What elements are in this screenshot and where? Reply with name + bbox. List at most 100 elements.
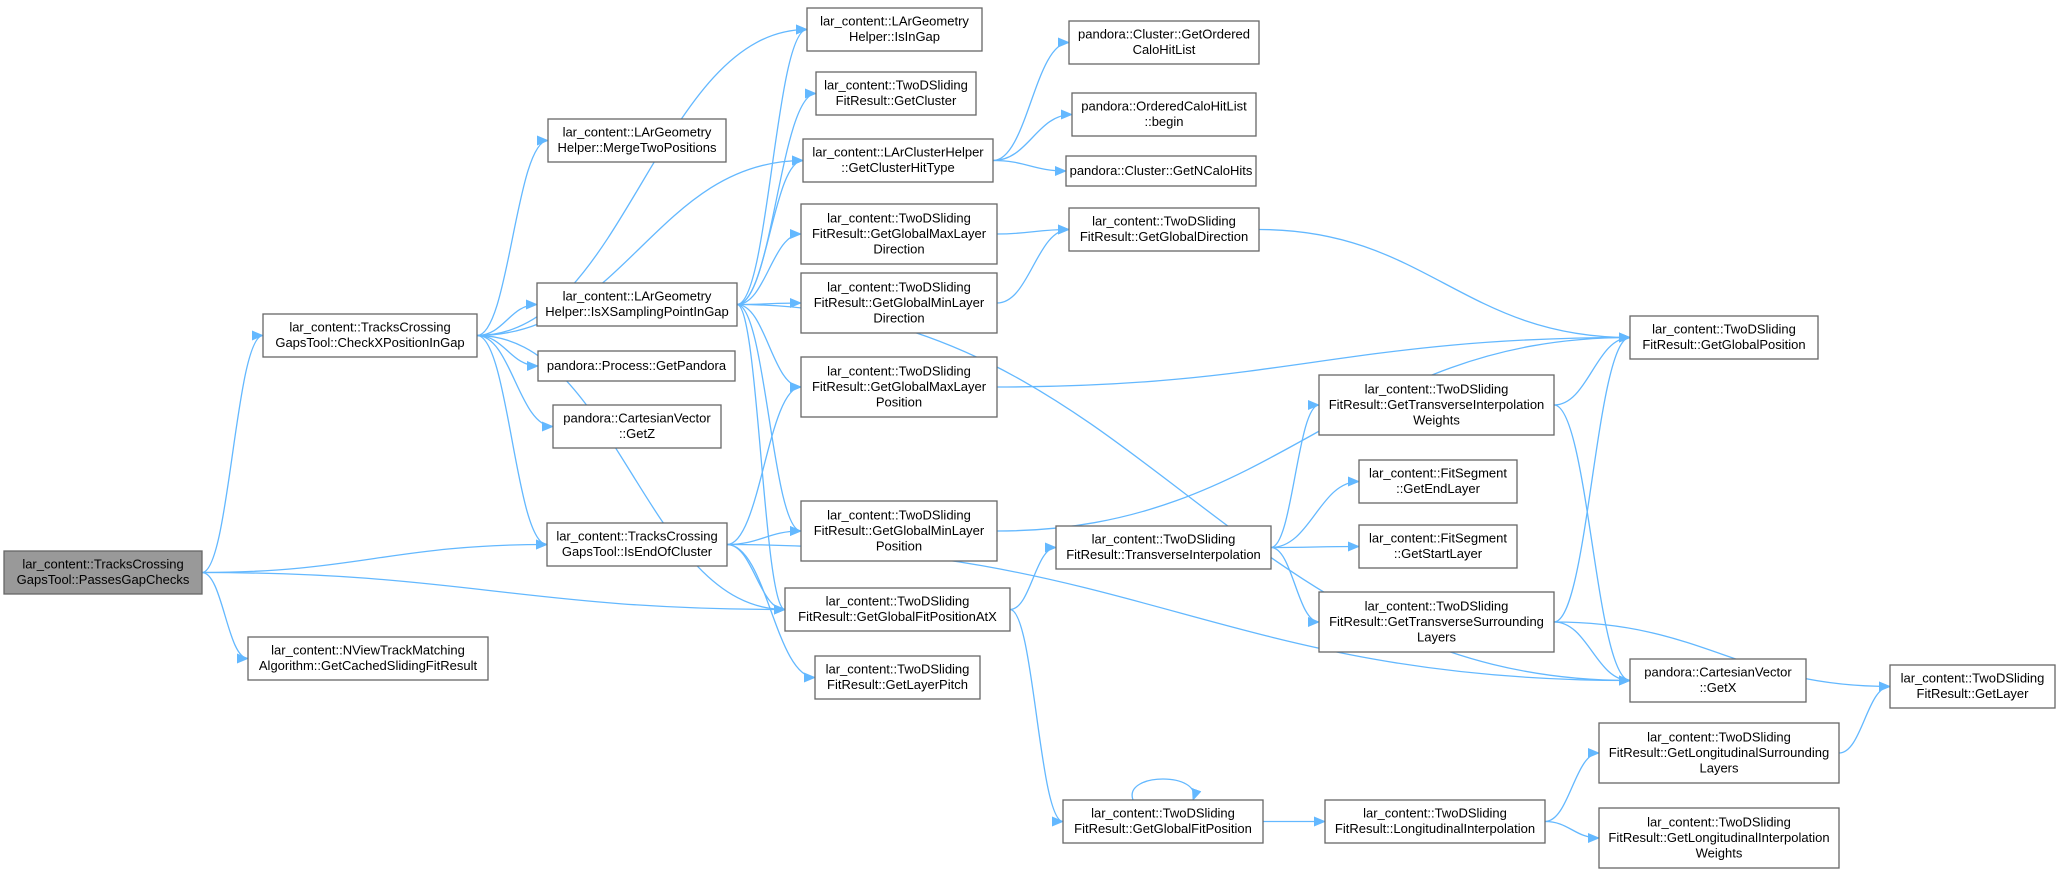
node-label-line: FitResult::GetGlobalMaxLayer <box>812 226 987 241</box>
node-getx[interactable]: pandora::CartesianVector::GetX <box>1629 658 1807 703</box>
edges-layer <box>201 24 1891 843</box>
node-getclusterhittype[interactable]: lar_content::LArClusterHelper::GetCluste… <box>802 138 994 183</box>
edge-transsurround-to-getlayer <box>1553 621 1891 692</box>
edge-issampling-to-gminpos <box>736 303 802 536</box>
node-label-line: FitResult::GetGlobalFitPosition <box>1074 821 1252 836</box>
node-gminpos[interactable]: lar_content::TwoDSlidingFitResult::GetGl… <box>800 500 998 562</box>
edge-gfitpos-to-gfitpos <box>1131 778 1202 801</box>
node-merge[interactable]: lar_content::LArGeometryHelper::MergeTwo… <box>547 118 727 163</box>
node-label-line: FitResult::GetGlobalDirection <box>1080 229 1248 244</box>
node-label-line: FitResult::GetGlobalMinLayer <box>814 295 985 310</box>
node-box <box>1889 664 2056 709</box>
node-gfitpos[interactable]: lar_content::TwoDSlidingFitResult::GetGl… <box>1062 799 1264 844</box>
node-root[interactable]: lar_content::TracksCrossingGapsTool::Pas… <box>3 550 203 595</box>
node-box <box>814 655 981 700</box>
node-label-line: GapsTool::PassesGapChecks <box>17 572 190 587</box>
node-endlayer[interactable]: lar_content::FitSegment::GetEndLayer <box>1358 459 1518 504</box>
node-label-line: Weights <box>1413 412 1460 427</box>
node-box <box>552 404 722 449</box>
node-box <box>800 356 998 418</box>
edge-gfitatx-to-transinterp <box>1009 542 1057 611</box>
node-gfitatx[interactable]: lar_content::TwoDSlidingFitResult::GetGl… <box>784 587 1011 632</box>
edge-checkx-to-merge <box>476 135 549 337</box>
node-gmaxdir[interactable]: lar_content::TwoDSlidingFitResult::GetGl… <box>800 203 998 265</box>
node-issampling[interactable]: lar_content::LArGeometryHelper::IsXSampl… <box>536 282 738 327</box>
edge-gmaxpos-to-gposition <box>996 332 1631 388</box>
node-label-line: lar_content::TwoDSliding <box>1652 322 1796 337</box>
node-isend[interactable]: lar_content::TracksCrossingGapsTool::IsE… <box>546 522 728 567</box>
node-longsurround[interactable]: lar_content::TwoDSlidingFitResult::GetLo… <box>1598 722 1840 784</box>
node-label-line: FitResult::GetLongitudinalSurrounding <box>1609 745 1829 760</box>
node-box <box>1629 658 1807 703</box>
node-box <box>1598 722 1840 784</box>
node-label-line: Position <box>876 538 922 553</box>
node-getcached[interactable]: lar_content::NViewTrackMatchingAlgorithm… <box>247 636 489 681</box>
node-gmindir[interactable]: lar_content::TwoDSlidingFitResult::GetGl… <box>800 272 998 334</box>
node-transsurround[interactable]: lar_content::TwoDSlidingFitResult::GetTr… <box>1318 591 1555 653</box>
node-getlayer[interactable]: lar_content::TwoDSlidingFitResult::GetLa… <box>1889 664 2056 709</box>
node-ncalohits[interactable]: pandora::Cluster::GetNCaloHits <box>1065 155 1257 187</box>
node-box <box>1324 799 1546 844</box>
node-box <box>262 313 478 358</box>
edge-transinterp-to-startlayer <box>1270 541 1360 552</box>
edge-root-to-gfitatx <box>201 571 786 615</box>
node-label-line: ::GetZ <box>619 426 655 441</box>
node-label-line: pandora::Process::GetPandora <box>547 358 727 373</box>
node-label-line: lar_content::TwoDSliding <box>826 594 970 609</box>
node-transinterp[interactable]: lar_content::TwoDSlidingFitResult::Trans… <box>1055 525 1272 570</box>
node-getcluster[interactable]: lar_content::TwoDSlidingFitResult::GetCl… <box>815 71 977 116</box>
node-label-line: lar_content::TwoDSliding <box>1092 532 1236 547</box>
node-box <box>1071 92 1257 137</box>
node-getz[interactable]: pandora::CartesianVector::GetZ <box>552 404 722 449</box>
edge-issampling-to-gfitatx <box>736 303 786 615</box>
node-label-line: lar_content::TwoDSliding <box>1365 598 1509 613</box>
node-layerpitch[interactable]: lar_content::TwoDSlidingFitResult::GetLa… <box>814 655 981 700</box>
node-label-line: lar_content::TwoDSliding <box>827 210 971 225</box>
edge-longsurround-to-getlayer <box>1838 681 1891 754</box>
node-label-line: lar_content::TwoDSliding <box>826 662 970 677</box>
nodes-layer: lar_content::TracksCrossingGapsTool::Pas… <box>3 7 2056 869</box>
node-label-line: ::GetClusterHitType <box>841 160 954 175</box>
edge-root-to-getcached <box>201 571 249 664</box>
node-longweights[interactable]: lar_content::TwoDSlidingFitResult::GetLo… <box>1598 807 1840 869</box>
node-label-line: lar_content::TwoDSliding <box>824 78 968 93</box>
node-box <box>1068 207 1260 252</box>
node-checkx[interactable]: lar_content::TracksCrossingGapsTool::Che… <box>262 313 478 358</box>
node-label-line: Direction <box>873 310 924 325</box>
node-transweights[interactable]: lar_content::TwoDSlidingFitResult::GetTr… <box>1318 374 1555 436</box>
node-label-line: lar_content::TwoDSliding <box>827 363 971 378</box>
node-label-line: Position <box>876 394 922 409</box>
node-label-line: lar_content::FitSegment <box>1369 531 1507 546</box>
node-box <box>1068 20 1260 65</box>
edge-checkx-to-isingap <box>476 24 808 337</box>
edge-gmaxdir-to-gdirection <box>996 224 1070 235</box>
edge-longinterp-to-longsurround <box>1544 748 1600 823</box>
edge-root-to-checkx <box>201 330 264 574</box>
node-box <box>247 636 489 681</box>
node-label-line: lar_content::TracksCrossing <box>22 557 183 572</box>
node-label-line: FitResult::GetLayerPitch <box>827 677 968 692</box>
node-label-line: FitResult::GetTransverseInterpolation <box>1329 397 1545 412</box>
node-gposition[interactable]: lar_content::TwoDSlidingFitResult::GetGl… <box>1629 315 1819 360</box>
node-box <box>1598 807 1840 869</box>
node-label-line: Helper::IsXSamplingPointInGap <box>545 304 729 319</box>
node-label-line: FitResult::GetLongitudinalInterpolation <box>1608 830 1829 845</box>
node-gdirection[interactable]: lar_content::TwoDSlidingFitResult::GetGl… <box>1068 207 1260 252</box>
node-label-line: ::begin <box>1144 114 1183 129</box>
edge-longinterp-to-longweights <box>1544 820 1600 843</box>
node-startlayer[interactable]: lar_content::FitSegment::GetStartLayer <box>1358 524 1518 569</box>
node-gmaxpos[interactable]: lar_content::TwoDSlidingFitResult::GetGl… <box>800 356 998 418</box>
edge-checkx-to-getclusterhittype <box>476 155 804 337</box>
edge-isend-to-gfitatx <box>726 543 786 615</box>
node-box <box>1318 374 1555 436</box>
edge-transweights-to-gposition <box>1553 332 1631 406</box>
node-box <box>784 587 1011 632</box>
node-ochlbegin[interactable]: pandora::OrderedCaloHitList::begin <box>1071 92 1257 137</box>
node-longinterp[interactable]: lar_content::TwoDSlidingFitResult::Longi… <box>1324 799 1546 844</box>
edge-checkx-to-getz <box>476 334 554 432</box>
node-box <box>1055 525 1272 570</box>
node-box <box>800 203 998 265</box>
node-getpandora[interactable]: pandora::Process::GetPandora <box>537 350 736 382</box>
